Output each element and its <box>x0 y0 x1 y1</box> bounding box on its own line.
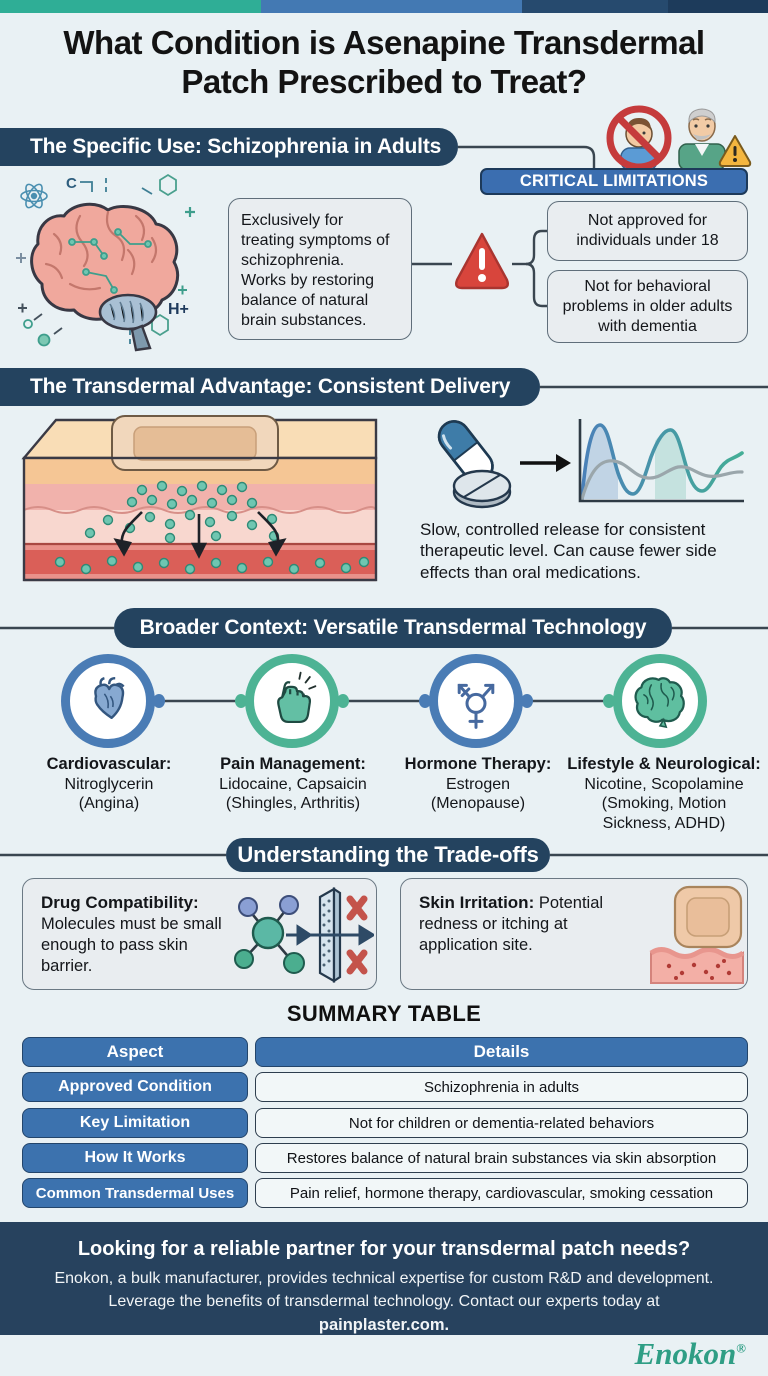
section2-header: The Transdermal Advantage: Consistent De… <box>0 368 540 406</box>
warning-triangle-icon <box>718 135 752 167</box>
table-row-aspect: How It Works <box>22 1143 248 1173</box>
molecule-barrier-icon <box>234 886 374 984</box>
svg-text:C: C <box>66 175 77 192</box>
svg-text:H+: H+ <box>168 301 189 318</box>
restriction-icons <box>606 105 752 170</box>
table-row-details: Pain relief, hormone therapy, cardiovasc… <box>255 1178 748 1208</box>
use-circle-neuro <box>613 654 707 748</box>
table-row-details: Not for children or dementia-related beh… <box>255 1108 748 1138</box>
use-circle-hormone <box>429 654 523 748</box>
footer-line1: Enokon, a bulk manufacturer, provides te… <box>54 1270 714 1287</box>
topbar-teal-segment <box>0 0 262 13</box>
alert-triangle-icon <box>454 232 510 290</box>
patch-icon <box>673 885 743 949</box>
limitation-box-dementia: Not for behavioral problems in older adu… <box>547 270 748 343</box>
footer-cta-band: Looking for a reliable partner for your … <box>0 1222 768 1335</box>
cerebellum <box>98 293 158 331</box>
brain-icon <box>30 202 179 352</box>
section4-header: Understanding the Trade-offs <box>226 838 550 872</box>
chemistry-doodles: C H+ <box>16 173 195 347</box>
summary-table-heading: SUMMARY TABLE <box>286 1001 482 1026</box>
use-title: Cardiovascular: <box>46 755 172 773</box>
limitation-under18-text: Not approved for individuals under 18 <box>576 212 719 249</box>
brain-icon <box>634 677 685 729</box>
topbar-blue-segment <box>261 0 523 13</box>
use-title: Lifestyle & Neurological: <box>567 755 761 773</box>
footer-line2: Leverage the benefits of transdermal tec… <box>108 1292 660 1310</box>
drug-molecule-dots <box>54 480 370 575</box>
use-label-pain: Pain Management: Lidocaine, Capsaicin (S… <box>219 755 367 813</box>
skin-barrier-mesh <box>318 886 342 984</box>
use-circle-cardiovascular <box>61 654 155 748</box>
x-marks <box>346 895 368 975</box>
capsule-pill-icon <box>437 420 512 509</box>
fist-icon <box>277 671 317 724</box>
registered-mark: ® <box>736 1340 746 1356</box>
skin-cross-section-illustration <box>21 415 378 582</box>
critical-limitations-badge: CRITICAL LIMITATIONS <box>480 168 748 195</box>
use-label-hormone: Hormone Therapy: Estrogen (Menopause) <box>404 755 552 813</box>
table-row-details: Restores balance of natural brain substa… <box>255 1143 748 1173</box>
specific-use-description-box: Exclusively for treating symptoms of sch… <box>228 198 412 340</box>
critical-limitations-label: CRITICAL LIMITATIONS <box>519 172 709 190</box>
tablet-icon <box>452 469 512 509</box>
irritation-dots <box>666 959 732 980</box>
patch-icon <box>111 415 279 471</box>
description-line1: Exclusively for treating symptoms of sch… <box>241 212 390 269</box>
use-title: Pain Management: <box>220 755 366 773</box>
top-color-bar <box>0 0 768 13</box>
topbar-darknavy-segment <box>668 0 768 13</box>
transdermal-steady-line <box>580 459 744 501</box>
use-title: Hormone Therapy: <box>404 755 552 773</box>
section4-header-label: Understanding the Trade-offs <box>237 842 539 867</box>
table-row-aspect: Common Transdermal Uses <box>22 1178 248 1208</box>
circle-connector-nubs <box>153 694 615 708</box>
use-label-neuro: Lifestyle & Neurological: Nicotine, Scop… <box>567 755 761 832</box>
absorption-arrows <box>113 511 287 559</box>
section1-header-label: The Specific Use: Schizophrenia in Adult… <box>30 135 442 158</box>
footer-headline: Looking for a reliable partner for your … <box>77 1238 691 1260</box>
plasma-level-graph <box>578 419 744 503</box>
use-label-cardiovascular: Cardiovascular: Nitroglycerin (Angina) <box>46 755 172 813</box>
limitation-dementia-text: Not for behavioral problems in older adu… <box>562 277 733 335</box>
right-arrow-icon <box>520 454 571 472</box>
use-circle-pain <box>245 654 339 748</box>
table-header-aspect: Aspect <box>22 1037 248 1067</box>
section1-header: The Specific Use: Schizophrenia in Adult… <box>0 128 458 166</box>
description-line2: Works by restoring balance of natural br… <box>241 272 375 329</box>
skin-irritation-card: Skin Irritation: Potential redness or it… <box>400 878 748 990</box>
irritated-skin-patch-icon <box>649 885 745 984</box>
card2-title: Skin Irritation: <box>419 893 535 912</box>
topbar-navy-segment <box>522 0 669 13</box>
drug-compatibility-card: Drug Compatibility: Molecules must be sm… <box>22 878 377 990</box>
section3-header: Broader Context: Versatile Transdermal T… <box>114 608 672 648</box>
footer-domain: painplaster.com. <box>318 1315 450 1334</box>
limitation-box-under18: Not approved for individuals under 18 <box>547 201 748 261</box>
table-row-aspect: Approved Condition <box>22 1072 248 1102</box>
heart-icon <box>94 677 125 719</box>
card1-title: Drug Compatibility: <box>41 893 199 912</box>
brain-illustration: C H+ <box>16 173 195 352</box>
table-header-details: Details <box>255 1037 748 1067</box>
section2-header-label: The Transdermal Advantage: Consistent De… <box>30 375 511 398</box>
page-title: What Condition is Asenapine Transdermal … <box>63 24 705 100</box>
enokon-logo: Enokon® <box>634 1336 746 1371</box>
no-children-icon <box>606 105 672 170</box>
table-row-details: Schizophrenia in adults <box>255 1072 748 1102</box>
transdermal-advantage-text: Slow, controlled release for consistent … <box>420 520 717 582</box>
section3-header-label: Broader Context: Versatile Transdermal T… <box>139 616 647 639</box>
brainstem <box>130 324 152 352</box>
transgender-icon <box>457 683 495 729</box>
card1-text: Molecules must be small enough to pass s… <box>41 915 222 976</box>
elderly-man-icon <box>678 108 726 170</box>
oral-fluctuation-line <box>580 423 744 501</box>
table-row-aspect: Key Limitation <box>22 1108 248 1138</box>
atom-icon <box>20 183 48 209</box>
card2-text: Potential redness or itching at applicat… <box>419 894 604 955</box>
